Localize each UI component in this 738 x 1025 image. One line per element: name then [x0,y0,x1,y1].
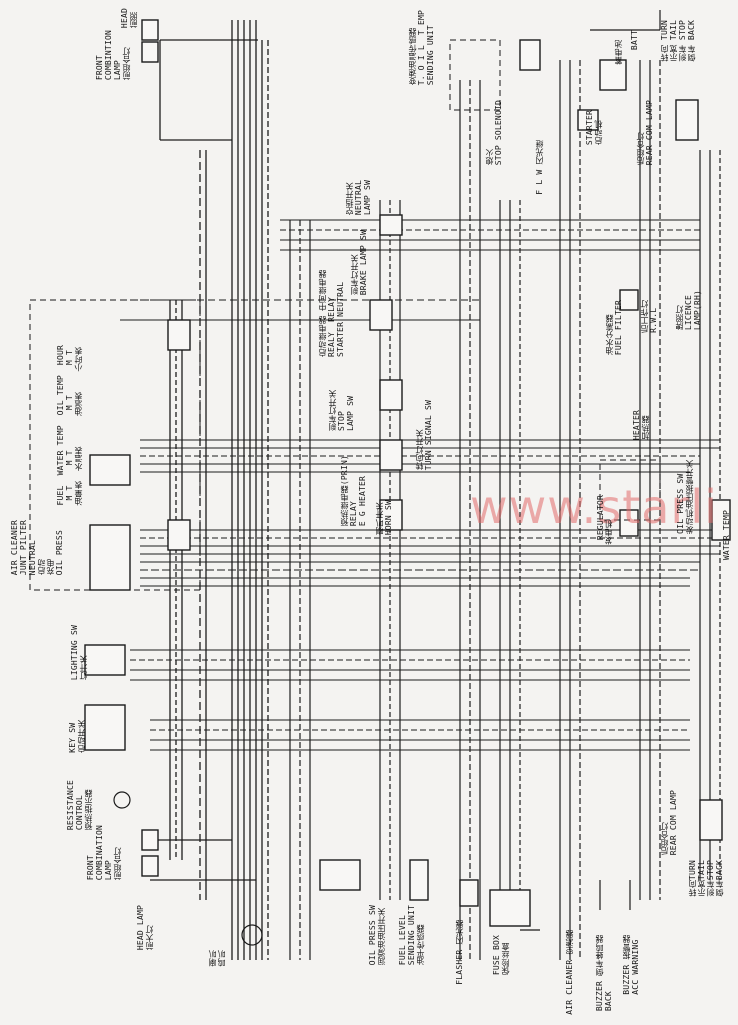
battery-cn-label: 蓄电池 [614,40,623,65]
watermark: www.starli [470,480,718,534]
generator-label: 发电机 [604,520,613,545]
neutral-lamp-sw-label: 空挡开关 NEUTRAL LAMP SW [345,180,372,216]
gauges-label: FUEL WATER TEMP OIL TEMP HOUR M T M T M … [56,345,83,506]
rear-combination-lamp-bottom-label: 后组合灯 REAR COM LAMP [660,790,678,856]
flasher-label: FLASHER 闪光器 [455,920,464,985]
oil-press-sw-bottom-label: OIL PRESS SW 润滑油油压开关 [368,905,386,966]
rear-combination-lamp-top-label: 后组合灯 REAR COM LAMP [636,100,654,166]
turn-signal-sw-label: 转向灯开关 TURN SIGNAL SW [415,400,433,471]
relays-label: 启动继电器 中间继电器 REALY RELAY STARTER NEUTRAL [318,270,345,358]
oil-temp-sending-unit-label: 变速油温传感器 T. O I L T EMP SENDING UNIT [408,10,435,86]
turn-tail-stop-back-bottom-label: 转向TURN 示宽TAIL 刹车STOP 倒车BACK [688,860,724,897]
turn-tail-stop-back-top-label: 转向 TURN 示宽 TAIL 刹车 STOP 倒车 BACK [660,20,696,62]
head-lamp-bottom-label: HEAD LAMP 前大灯 [136,905,154,951]
starter-label: STARTER 启动机 [585,110,603,146]
water-temp-label: WATER TEMP [722,510,731,561]
lighting-sw-label: LIGHTING SW 灯开关 [70,625,88,681]
brake-lamp-sw-label: 刹车灯开关 BRAKE LAMP SW [350,230,368,296]
fuse-box-label: FUSE BOX 保险丝盒 [492,935,510,976]
stop-solenoid-label: 熄火 STOP SOLENOID [485,100,503,166]
head-lamp-top-label: HEAD 前照 [120,8,138,29]
front-combination-lamp-top-label: FRONT COMBINTION LAMP 前组合灯 [95,30,131,81]
fuel-level-sending-label: FUEL LEVEL SENDING UNIT 油平传感器 [398,905,425,966]
buzzer-back-label: BUZZER 倒车蜂鸣器 BACK [595,935,613,1012]
battery-label: BATT [630,30,639,51]
resistance-control-label: RESISTANCE CONTROL 预热指示器 [66,780,93,831]
key-sw-label: KEY SW 启动开关 [68,720,86,753]
air-cleaner-bottom-label: AIR CLEANER 空滤器 [565,930,574,1015]
buzzer-acc-label: BUZZER 报警器 ACC WARNING [622,935,640,995]
indicators-label: AIR CLEANER JUNT PILTER NEUTRAL 启动 充电 OI… [10,520,64,576]
horn-sw-label: 喇叭开关 HORN SW [375,500,393,536]
heater-label: HEATER 加热器 [632,410,650,441]
fuel-filter-label: 油水分离器 FUEL FILTER [605,300,623,356]
oil-press-sw-right-label: OIL PRESS SW 发动机油压报警开关 [676,460,694,534]
rwl-label: 后工作灯 R.W.L [640,300,658,333]
front-combination-lamp-bottom-label: FRONT COMBINATION LAMP 前组合灯 [86,825,122,881]
licence-lamp-label: 牌照灯 LICENCE LAMP(RH) [675,290,702,331]
stop-lamp-sw-label: 刹车灯开关 STOP LAMP SW [328,390,355,431]
preheat-relay-label: 预热继电器(PRIN) RELAY E G HEATER [340,455,367,527]
flw-relay-label: F L W 闪光继 [535,140,544,195]
horn-label: 喇叭 鸣叭 [208,950,226,967]
